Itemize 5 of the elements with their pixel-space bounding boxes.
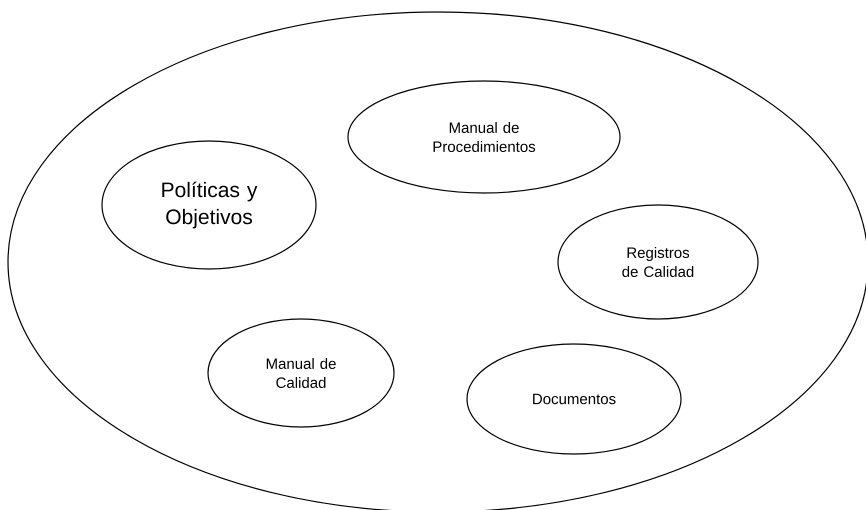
ellipse-label: Registros de Calidad [557,204,759,320]
ellipse-label: Manual de Calidad [207,318,395,428]
ellipse-label: Documentos [466,343,682,455]
ellipse-label: Políticas y Objetivos [101,140,317,270]
ellipse-label: Manual de Procedimientos [347,80,621,194]
